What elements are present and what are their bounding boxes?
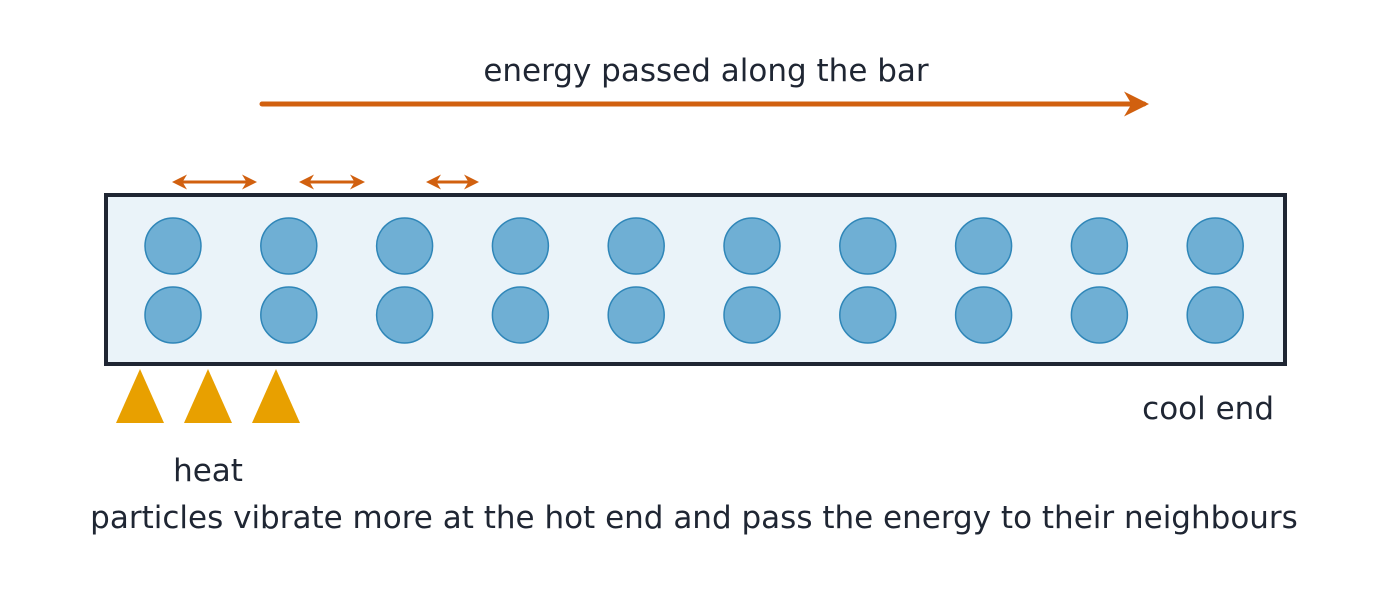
heat-source-flames [116, 369, 300, 423]
cool-end-label: cool end [1142, 391, 1274, 427]
particle [723, 286, 781, 344]
particle [954, 217, 1013, 275]
particle-grid [144, 217, 1244, 344]
heat-label: heat [173, 453, 243, 489]
energy-arrow-label: energy passed along the bar [483, 53, 929, 89]
particle [1070, 217, 1129, 275]
particle [1186, 217, 1244, 275]
particle [144, 286, 202, 344]
particle [1070, 286, 1129, 344]
particle [491, 217, 550, 275]
particle [1186, 286, 1244, 344]
particle [491, 286, 550, 344]
particle [839, 286, 897, 344]
flame-icon [116, 369, 164, 423]
particle [144, 217, 202, 275]
particle [375, 286, 434, 344]
particle [375, 217, 434, 275]
particle [954, 286, 1013, 344]
particle [607, 217, 665, 275]
particle [260, 217, 318, 275]
particle [260, 286, 318, 344]
particle [723, 217, 781, 275]
caption: particles vibrate more at the hot end an… [90, 500, 1298, 536]
flame-icon [252, 369, 300, 423]
particle [607, 286, 665, 344]
particle [839, 217, 897, 275]
flame-icon [184, 369, 232, 423]
